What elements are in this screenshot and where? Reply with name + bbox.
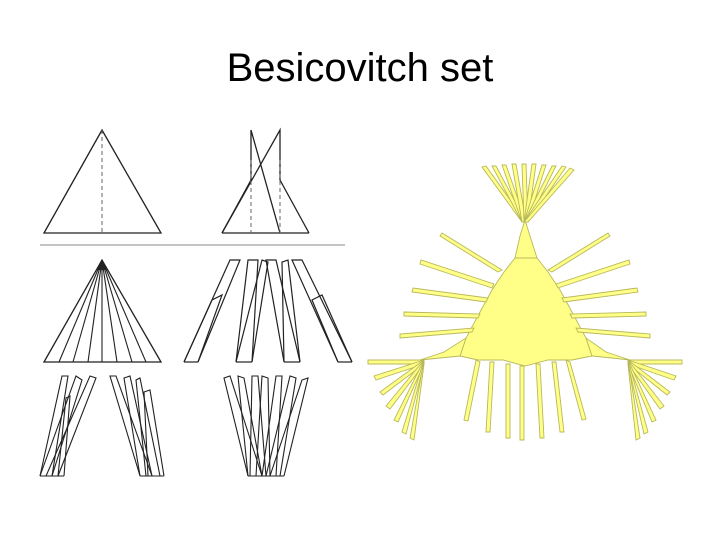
star-spikes bbox=[399, 232, 651, 441]
star-right-neck bbox=[585, 336, 631, 361]
triangle-initial bbox=[42, 128, 163, 234]
iteration-2-left-b bbox=[109, 375, 165, 477]
triangle-subdivided bbox=[42, 258, 163, 363]
star-top-neck bbox=[514, 218, 538, 259]
star-left-fan bbox=[367, 358, 425, 441]
pair-1 bbox=[183, 259, 241, 363]
iteration-2-left-a bbox=[39, 375, 97, 477]
iteration-2-right bbox=[223, 375, 309, 477]
triangle-subdivided-rays bbox=[58, 259, 147, 363]
triangle-split bbox=[221, 127, 310, 234]
pair-3 bbox=[265, 259, 301, 363]
triangle-pairs-translated bbox=[183, 259, 353, 363]
pair-2 bbox=[235, 259, 269, 363]
star-core bbox=[459, 244, 593, 367]
slide-title: Besicovitch set bbox=[226, 46, 494, 90]
pair-4 bbox=[291, 259, 353, 363]
triangle-initial-outline bbox=[42, 128, 163, 234]
star-right-fan bbox=[627, 358, 683, 441]
star-left-neck bbox=[419, 336, 467, 361]
triangle-subdivided-apex bbox=[97, 260, 107, 270]
besicovitch-star-icon bbox=[367, 163, 683, 441]
star-top-fan bbox=[481, 163, 575, 223]
